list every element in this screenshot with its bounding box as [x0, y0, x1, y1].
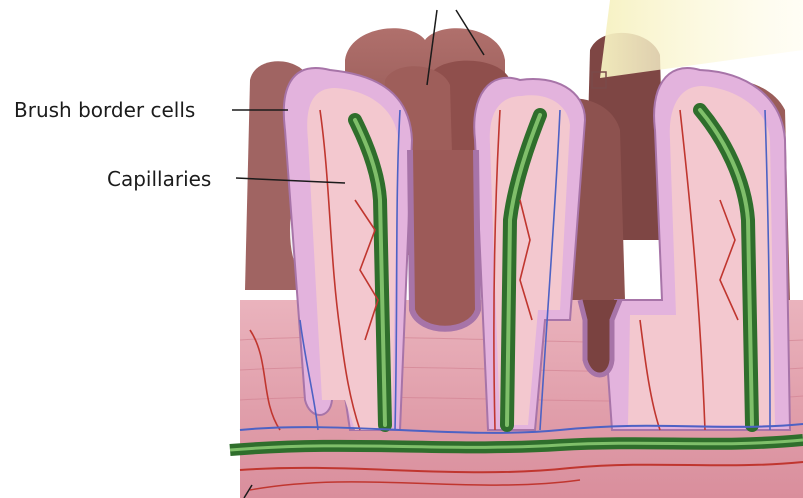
crypt-left	[410, 150, 478, 329]
brush-border-label: Brush border cells	[14, 98, 195, 122]
villus-left	[284, 68, 412, 430]
magnification-beam	[600, 0, 803, 78]
capillaries-label: Capillaries	[107, 167, 211, 191]
